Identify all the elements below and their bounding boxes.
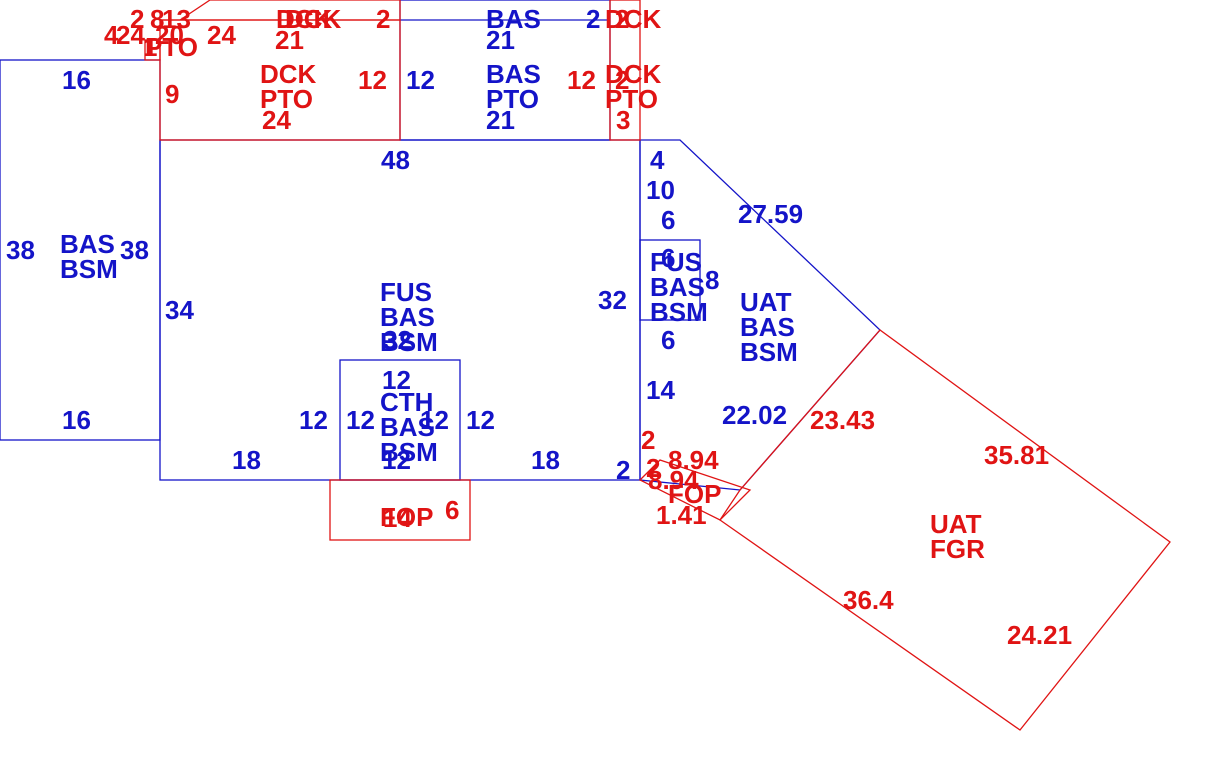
area-label: FUS bbox=[380, 277, 432, 307]
dimension-label: 6 bbox=[661, 243, 675, 273]
dimension-label: 2 bbox=[615, 4, 629, 34]
area-label: FOP bbox=[668, 479, 721, 509]
dimension-label: 6 bbox=[661, 205, 675, 235]
area-label: DCK bbox=[260, 59, 317, 89]
area-label: BSM bbox=[380, 437, 438, 467]
dimension-label: 34 bbox=[165, 295, 194, 325]
dimension-label: 27.59 bbox=[738, 199, 803, 229]
dimension-label: 6 bbox=[445, 495, 459, 525]
area-label: UAT bbox=[930, 509, 982, 539]
area-label: BAS bbox=[486, 4, 541, 34]
dimension-label: 12 bbox=[382, 365, 411, 395]
dimension-label: 12 bbox=[382, 445, 411, 475]
dimension-label: 2 bbox=[376, 4, 390, 34]
area-label: PTO bbox=[605, 84, 658, 114]
dimension-label: 4 bbox=[104, 20, 119, 50]
dimension-label: 16 bbox=[62, 65, 91, 95]
dimension-label: 38 bbox=[120, 235, 149, 265]
dimension-label: 18 bbox=[232, 445, 261, 475]
dimension-label: 38 bbox=[6, 235, 35, 265]
dimension-label: 22.02 bbox=[722, 400, 787, 430]
dimension-label: 2 bbox=[646, 453, 660, 483]
dimension-label: 8 bbox=[705, 265, 719, 295]
dimension-label: 12 bbox=[466, 405, 495, 435]
area-label: BSM bbox=[380, 327, 438, 357]
dimension-label: 9 bbox=[165, 79, 179, 109]
dimension-label: 12 bbox=[299, 405, 328, 435]
dimension-label: 24 bbox=[262, 105, 291, 135]
dimension-label: 1.41 bbox=[656, 500, 707, 530]
area-label: CTH bbox=[380, 387, 433, 417]
dimension-label: 18 bbox=[531, 445, 560, 475]
area-label: FUS bbox=[650, 247, 702, 277]
dimension-label: 2 bbox=[616, 455, 630, 485]
dimension-label: 12 bbox=[358, 65, 387, 95]
dck-top-outline bbox=[160, 0, 401, 21]
dimension-label: 13 bbox=[162, 4, 191, 34]
dck-corner-outline bbox=[144, 39, 161, 61]
dimension-label: 12 bbox=[346, 405, 375, 435]
area-label: BSM bbox=[60, 254, 118, 284]
uat-fgr-outline bbox=[719, 329, 1171, 731]
area-label: PTO bbox=[260, 84, 313, 114]
area-label: FOP bbox=[380, 502, 433, 532]
dimension-label: 2 bbox=[615, 65, 629, 95]
area-labels: BAS BSM FUS BAS BSM CTH BAS BSM FUS BAS … bbox=[60, 4, 985, 564]
dimension-label: 35.81 bbox=[984, 440, 1049, 470]
dimension-labels: 16 16 38 38 48 34 32 18 18 32 12 12 12 1… bbox=[6, 4, 1072, 650]
dimension-label: 21 bbox=[486, 25, 515, 55]
dimension-label: 16 bbox=[62, 405, 91, 435]
dimension-label: 2 bbox=[641, 425, 655, 455]
area-label: DCK bbox=[605, 4, 662, 34]
dimension-label: 32 bbox=[598, 285, 627, 315]
area-label: BAS bbox=[60, 229, 115, 259]
area-label: DCK bbox=[285, 4, 342, 34]
dimension-label: 21 bbox=[275, 25, 304, 55]
dimension-label: 8.94 bbox=[648, 465, 699, 495]
dimension-label: 14 bbox=[383, 503, 412, 533]
area-label: BAS bbox=[650, 272, 705, 302]
area-label: BAS bbox=[380, 302, 435, 332]
dimension-label: 2 bbox=[586, 4, 600, 34]
dimension-label: 2 bbox=[130, 4, 144, 34]
dimension-label: 24.21 bbox=[1007, 620, 1072, 650]
dck-pto-right-outline bbox=[609, 0, 641, 141]
dimension-label: 1 bbox=[143, 32, 157, 62]
area-label: BAS bbox=[380, 412, 435, 442]
dimension-label: 20 bbox=[155, 20, 184, 50]
area-label: DCK bbox=[605, 59, 662, 89]
fop-bottom-outline bbox=[329, 479, 471, 541]
dimension-label: 24 bbox=[207, 20, 236, 50]
dimension-label: 23.43 bbox=[810, 405, 875, 435]
dimension-label: 12 bbox=[406, 65, 435, 95]
dimension-label: 24 bbox=[116, 20, 145, 50]
area-label: DCK bbox=[276, 4, 333, 34]
dimension-label: 8 bbox=[150, 4, 164, 34]
area-label: BSM bbox=[740, 337, 798, 367]
area-label: PTO bbox=[486, 84, 539, 114]
dimension-label: 3 bbox=[616, 105, 630, 135]
dimension-label: 14 bbox=[646, 375, 675, 405]
area-label: BSM bbox=[650, 297, 708, 327]
area-label: BAS bbox=[486, 59, 541, 89]
dimension-label: 12 bbox=[420, 405, 449, 435]
fop-right-outline bbox=[638, 459, 752, 521]
dimension-label: 36.4 bbox=[843, 585, 894, 615]
area-label: PTO bbox=[145, 32, 198, 62]
area-label: UAT bbox=[740, 287, 792, 317]
area-label: FGR bbox=[930, 534, 985, 564]
dimension-label: 10 bbox=[646, 175, 675, 205]
dimension-label: 48 bbox=[381, 145, 410, 175]
outlines bbox=[0, 0, 1171, 731]
dimension-label: 8.94 bbox=[668, 445, 719, 475]
dimension-label: 21 bbox=[486, 105, 515, 135]
dimension-label: 4 bbox=[650, 145, 665, 175]
dimension-label: 6 bbox=[661, 325, 675, 355]
dimension-label: 32 bbox=[383, 325, 412, 355]
area-label: BAS bbox=[740, 312, 795, 342]
dimension-label: 12 bbox=[567, 65, 596, 95]
